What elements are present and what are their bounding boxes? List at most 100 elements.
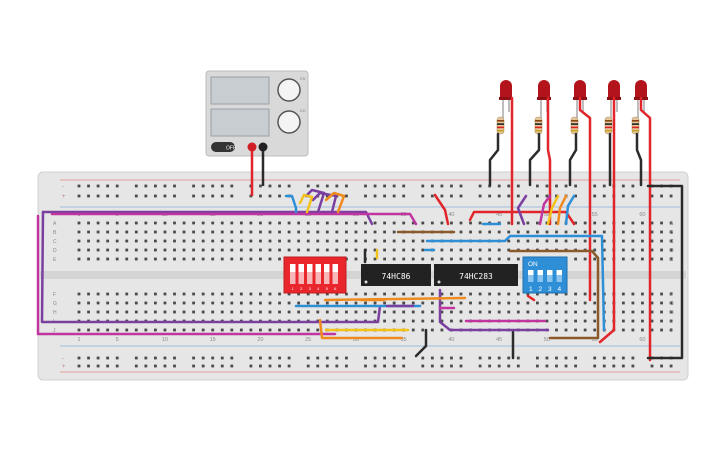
purple-wire[interactable] <box>438 288 550 332</box>
hole <box>96 184 100 188</box>
blue-dip-toggle[interactable] <box>528 270 534 275</box>
hole <box>230 301 234 305</box>
hole <box>507 364 511 368</box>
red-dip-toggle[interactable] <box>324 264 330 272</box>
hole <box>173 310 176 314</box>
column-number-bottom: 20 <box>257 337 263 343</box>
hole <box>526 292 530 296</box>
hole <box>459 310 463 314</box>
magenta-wire[interactable] <box>50 212 418 226</box>
led-assembly <box>496 80 513 135</box>
blue-wire[interactable] <box>425 234 606 332</box>
hole <box>345 221 348 225</box>
hole <box>163 257 167 261</box>
hole <box>430 364 434 368</box>
black-wire[interactable] <box>635 132 643 187</box>
resistor-band <box>535 123 542 125</box>
purple-wire[interactable] <box>41 210 374 226</box>
chip-74hc86-label: 74HC86 <box>382 272 411 281</box>
red-dip-toggle[interactable] <box>290 264 296 272</box>
row-letter-left: A <box>53 221 57 227</box>
purple-wire[interactable] <box>516 194 528 226</box>
hole <box>650 257 654 261</box>
hole <box>345 248 348 252</box>
red-wire[interactable] <box>578 96 592 302</box>
hole <box>545 292 549 296</box>
row-letter-left: J <box>53 328 56 334</box>
hole <box>154 364 157 368</box>
hole <box>306 310 310 314</box>
red-dip-toggle[interactable] <box>315 264 322 272</box>
hole <box>478 292 482 296</box>
hole <box>660 301 663 305</box>
red-dip-position: 6 <box>334 286 337 291</box>
column-number-bottom: 30 <box>353 337 359 343</box>
magenta-wire[interactable] <box>538 194 552 226</box>
yellow-wire[interactable] <box>298 193 314 214</box>
hole <box>297 301 301 305</box>
hole <box>612 356 616 360</box>
hole <box>125 301 129 305</box>
magenta-wire[interactable] <box>36 214 337 336</box>
power-switch[interactable] <box>211 142 235 152</box>
hole <box>459 194 463 198</box>
blue-dip-toggle[interactable] <box>537 270 544 275</box>
hole <box>593 310 597 314</box>
purple-wire[interactable] <box>311 191 338 214</box>
power-supply[interactable]: CV CC OFF <box>205 70 309 157</box>
hole <box>660 239 663 243</box>
hole <box>278 184 281 188</box>
black-wire[interactable] <box>528 132 541 187</box>
blue-dip-slot <box>537 270 543 282</box>
blue-wire[interactable] <box>284 194 298 214</box>
hole <box>526 230 530 234</box>
hole <box>144 248 148 252</box>
hole <box>220 292 224 296</box>
hole <box>268 194 272 198</box>
hole <box>440 364 444 368</box>
red-wire[interactable] <box>598 96 616 344</box>
black-wire[interactable] <box>414 328 428 358</box>
hole <box>459 319 463 323</box>
hole <box>621 292 625 296</box>
red-dip-toggle[interactable] <box>332 264 339 272</box>
hole <box>383 248 386 252</box>
hole <box>201 184 205 188</box>
red-wire[interactable] <box>639 96 652 362</box>
hole <box>411 257 415 261</box>
negative-terminal[interactable] <box>258 142 268 152</box>
purple-wire[interactable] <box>40 210 382 324</box>
blue-dip-toggle[interactable] <box>547 270 553 275</box>
hole <box>631 230 635 234</box>
brown-wire[interactable] <box>508 249 600 340</box>
positive-terminal[interactable] <box>247 142 257 152</box>
hole <box>459 248 463 252</box>
red-dip-toggle[interactable] <box>298 264 305 272</box>
red-dip-position: 1 <box>292 286 295 291</box>
current-knob[interactable] <box>277 110 301 134</box>
hole <box>220 230 224 234</box>
hole <box>106 221 110 225</box>
voltage-knob[interactable] <box>277 78 301 102</box>
black-wire[interactable] <box>646 184 684 360</box>
orange-wire[interactable] <box>318 318 404 340</box>
orange-wire[interactable] <box>556 194 568 226</box>
red-wire[interactable] <box>526 294 536 302</box>
blue-dip-toggle[interactable] <box>556 270 563 275</box>
red-wire[interactable] <box>433 193 450 226</box>
hole <box>516 221 520 225</box>
purple-wire[interactable] <box>304 188 326 214</box>
orange-wire[interactable] <box>324 191 346 214</box>
orange-wire[interactable] <box>323 296 467 302</box>
black-wire[interactable] <box>488 132 500 187</box>
hole <box>402 257 406 261</box>
yellow-wire[interactable] <box>546 194 560 226</box>
hole <box>220 194 224 198</box>
black-wire[interactable] <box>568 132 578 187</box>
hole <box>173 194 176 198</box>
red-dip-toggle[interactable] <box>307 264 313 272</box>
red-wire[interactable] <box>546 96 552 226</box>
blue-wire[interactable] <box>564 194 576 226</box>
